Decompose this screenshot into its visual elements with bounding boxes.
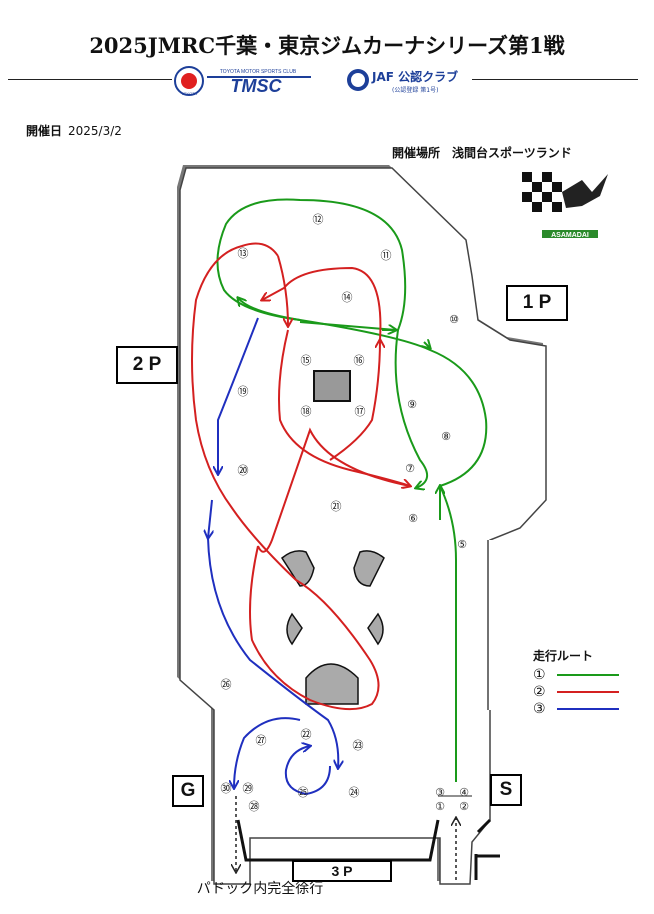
route-legend: 走行ルート ① ② ③ xyxy=(533,647,643,717)
venue-value: 浅間台スポーツランド xyxy=(452,146,572,160)
marker-15: ⑮ xyxy=(301,354,312,367)
label-2p: 2 P xyxy=(116,346,178,384)
marker-30: ㉚ xyxy=(221,782,232,795)
venue-logo: ASAMADAI xyxy=(522,172,608,239)
marker-25: ㉕ xyxy=(298,786,309,799)
event-date: 開催日 2025/3/2 xyxy=(26,122,122,139)
legend-row-2: ② xyxy=(533,683,643,700)
obstacles xyxy=(281,370,385,705)
marker-6: ⑥ xyxy=(408,512,418,525)
label-start: S xyxy=(490,774,522,806)
legend-line-blue xyxy=(557,707,619,710)
pylon-e xyxy=(305,663,359,705)
marker-19: ⑲ xyxy=(238,385,249,398)
event-venue: 開催場所浅間台スポーツランド xyxy=(392,144,572,161)
legend-title: 走行ルート xyxy=(533,649,594,663)
label-goal: G xyxy=(172,775,204,807)
marker-21: ㉑ xyxy=(331,500,342,513)
marker-1: ① xyxy=(435,800,445,813)
pylon-d xyxy=(367,612,384,646)
paddock-note: パドック内完全徐行 xyxy=(196,881,324,897)
marker-12: ⑫ xyxy=(313,213,324,226)
marker-3: ③ xyxy=(435,786,445,799)
marker-23: ㉓ xyxy=(353,739,364,752)
header-rule-left xyxy=(8,79,172,80)
route-blue xyxy=(208,317,338,796)
venue-label: 開催場所 xyxy=(392,146,441,160)
marker-5: ⑤ xyxy=(457,538,467,551)
marker-28: ㉘ xyxy=(249,800,260,813)
marker-26: ㉖ xyxy=(221,678,232,691)
marker-14: ⑭ xyxy=(342,291,353,304)
pylon-c xyxy=(286,612,303,646)
jaf-logo-text: JAF 公認クラブ xyxy=(371,69,458,84)
marker-24: ㉔ xyxy=(349,786,360,799)
track-outline xyxy=(177,165,548,885)
marker-29: ㉙ xyxy=(243,782,254,795)
date-label: 開催日 xyxy=(26,124,63,138)
legend-line-green xyxy=(557,673,619,676)
pylon-b xyxy=(353,550,385,587)
marker-22: ㉒ xyxy=(301,728,312,741)
toyota-logo-text: TOYOTA xyxy=(181,91,197,96)
marker-10: ⑩ xyxy=(449,313,459,326)
marker-9: ⑨ xyxy=(407,398,417,411)
marker-7: ⑦ xyxy=(405,462,415,475)
checkpoint-markers: ① ② ③ ④ ⑤ ⑥ ⑦ ⑧ ⑨ ⑩ ⑪ ⑫ ⑬ ⑭ ⑮ ⑯ ⑰ ⑱ ⑲ ⑳ … xyxy=(221,213,470,813)
legend-num-3: ③ xyxy=(533,700,546,717)
marker-2: ② xyxy=(459,800,469,813)
date-value: 2025/3/2 xyxy=(68,124,122,138)
legend-row-3: ③ xyxy=(533,700,643,717)
tmsc-logo-small: TOYOTA MOTOR SPORTS CLUB xyxy=(220,69,297,75)
label-3p: 3 P xyxy=(292,860,392,882)
tmsc-logo-text: TMSC xyxy=(231,76,283,96)
center-box xyxy=(313,370,351,402)
route-red xyxy=(191,242,410,711)
venue-logo-text: ASAMADAI xyxy=(551,232,589,239)
marker-8: ⑧ xyxy=(441,430,451,443)
tmsc-logo: TOYOTA TOYOTA MOTOR SPORTS CLUB TMSC xyxy=(174,66,311,96)
jaf-logo-sub: (公認登録 第1号) xyxy=(392,86,438,94)
marker-20: ⑳ xyxy=(238,464,249,477)
start-finish-arrows xyxy=(236,796,456,880)
label-1p: 1 P xyxy=(506,285,568,321)
jaf-logo: JAF 公認クラブ (公認登録 第1号) xyxy=(347,69,458,94)
legend-row-1: ① xyxy=(533,666,643,683)
marker-11: ⑪ xyxy=(381,249,392,262)
header-rule-right xyxy=(472,79,638,80)
marker-17: ⑰ xyxy=(355,405,366,418)
marker-18: ⑱ xyxy=(301,405,312,418)
marker-4: ④ xyxy=(459,786,469,799)
legend-num-1: ① xyxy=(533,666,546,683)
page-title: 2025JMRC千葉・東京ジムカーナシリーズ第1戦 xyxy=(89,33,565,58)
marker-16: ⑯ xyxy=(354,354,365,367)
legend-line-red xyxy=(557,690,619,693)
legend-num-2: ② xyxy=(533,683,546,700)
marker-27: ㉗ xyxy=(256,734,267,747)
marker-13: ⑬ xyxy=(238,247,249,260)
